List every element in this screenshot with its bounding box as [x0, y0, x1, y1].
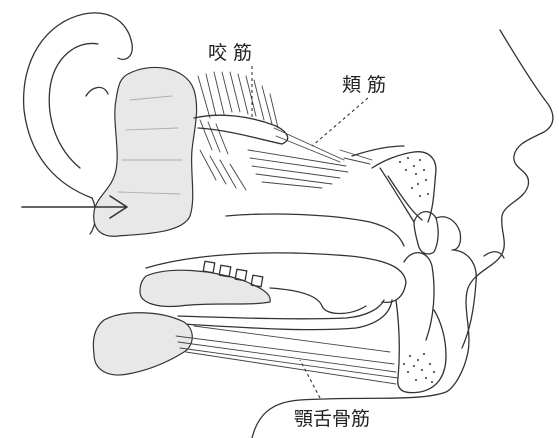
- maxilla-dots: [399, 157, 429, 197]
- lower-incisor: [404, 253, 434, 340]
- oral-cavity: [226, 214, 404, 246]
- face-profile: [252, 30, 553, 438]
- masseter-label: 咬 筋: [208, 38, 252, 65]
- parotid-gland: [94, 67, 197, 236]
- masseter-fibers: [198, 72, 278, 190]
- buccinator-label: 頬 筋: [342, 70, 386, 97]
- buccinator-leader: [312, 98, 368, 146]
- sublingual-gland: [140, 270, 270, 306]
- mandible-dots: [403, 353, 435, 383]
- mylohyoid-label: 顎舌骨筋: [294, 404, 370, 431]
- mandible-symphysis: [396, 300, 446, 393]
- upper-incisor: [414, 212, 438, 254]
- submandibular-gland: [93, 313, 192, 375]
- buccinator-fibers: [248, 128, 348, 188]
- mylohyoid-fibers: [176, 326, 398, 384]
